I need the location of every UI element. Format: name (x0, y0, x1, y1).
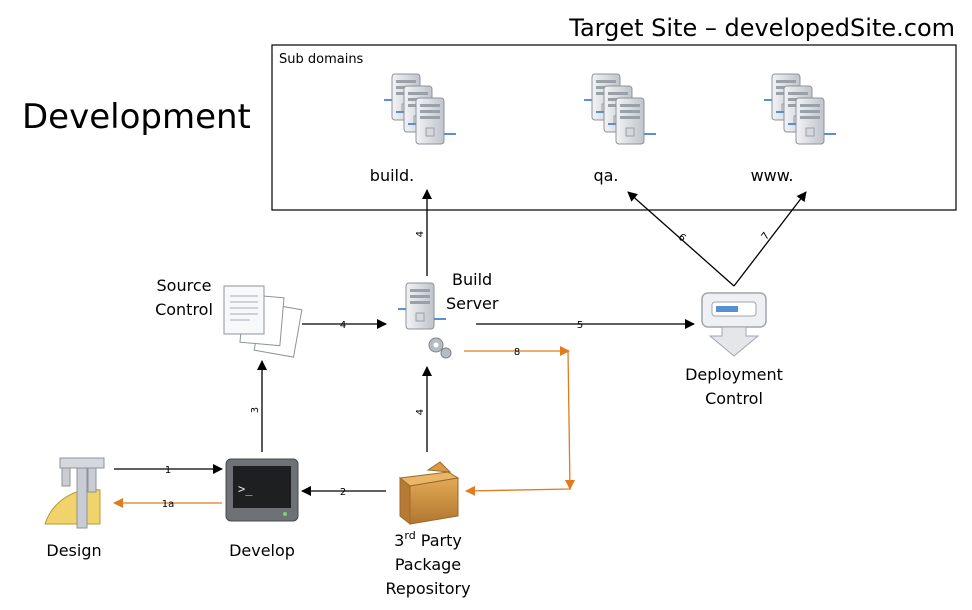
edge-label-3: 3 (250, 407, 261, 413)
subdomains-label: Sub domains (279, 52, 364, 67)
repo-label-line1: 3rd Party (394, 529, 462, 550)
svg-text:>_: >_ (238, 482, 253, 496)
target-site-title: Target Site – developedSite.com (568, 14, 955, 42)
development-title: Development (22, 97, 251, 137)
design-tools-icon (44, 457, 105, 529)
edge-label-4-repo: 4 (415, 409, 426, 415)
edge-label-2: 2 (340, 487, 346, 498)
build-server-icon (397, 282, 452, 359)
repo-label-line2: Package (395, 555, 461, 574)
edge-label-1: 1 (165, 465, 171, 476)
repo-label-line3: Repository (385, 579, 470, 598)
design-label: Design (46, 541, 101, 560)
subdomain-www-label: www. (751, 166, 794, 185)
edge-build-repo (464, 350, 571, 496)
documents-icon (223, 285, 303, 358)
package-box-icon (398, 461, 460, 526)
edge-label-4-source: 4 (340, 320, 346, 331)
develop-label: Develop (229, 541, 295, 560)
subdomain-qa-label: qa. (593, 166, 618, 185)
edge-label-1a: 1a (162, 499, 175, 510)
edge-label-5: 5 (577, 320, 583, 331)
subdomain-build-label: build. (370, 166, 414, 185)
deployment-control-label-1: Deployment (685, 365, 783, 384)
edge-deploy-qa (627, 191, 735, 287)
edge-label-8: 8 (514, 347, 520, 358)
deployment-icon (701, 292, 767, 357)
source-control-label-1: Source (157, 276, 212, 295)
terminal-icon: >_ (225, 458, 299, 522)
edge-deploy-www (733, 191, 807, 287)
build-server-label-1: Build (452, 270, 492, 289)
edge-label-4-subdomain: 4 (415, 231, 426, 237)
source-control-label-2: Control (155, 300, 213, 319)
build-server-label-2: Server (446, 294, 499, 313)
edge-label-7: 7 (760, 231, 773, 243)
deployment-control-label-2: Control (705, 389, 763, 408)
